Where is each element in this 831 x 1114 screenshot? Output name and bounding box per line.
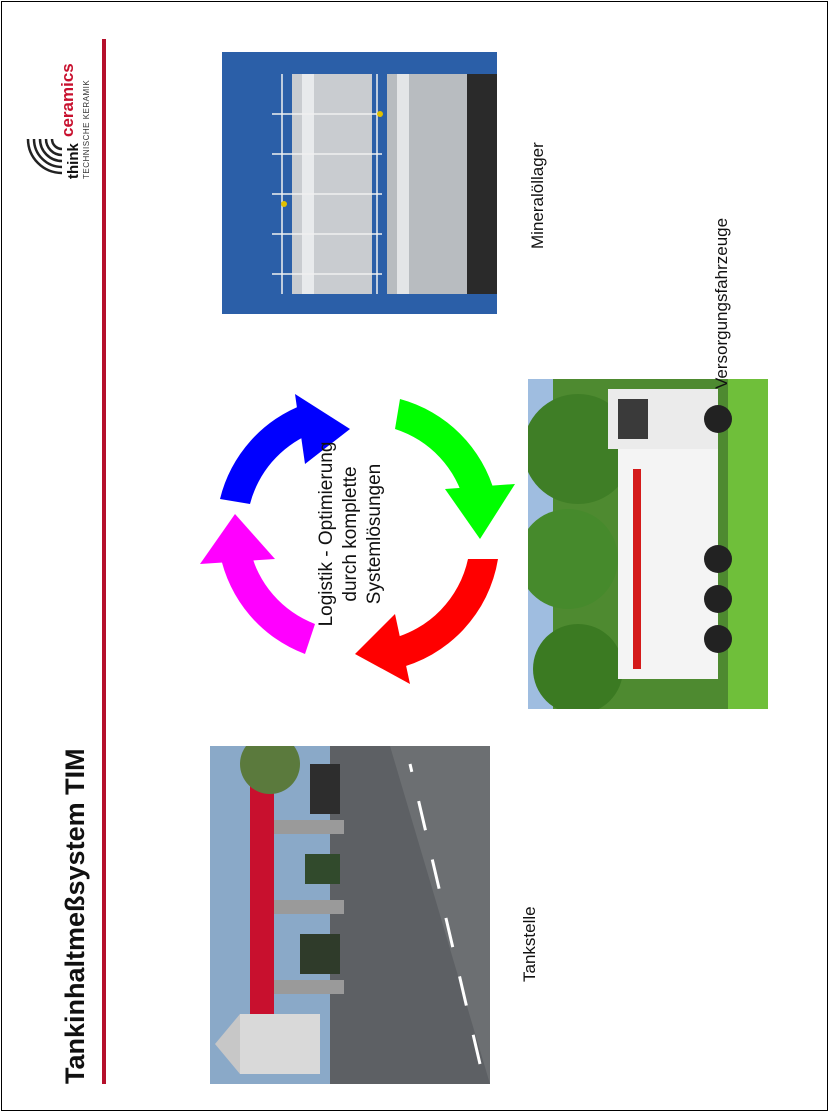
green-cycle-arrow bbox=[395, 399, 515, 539]
think-ceramics-logo: think ceramics TECHNISCHE KERAMIK bbox=[20, 49, 110, 179]
logo-tagline: TECHNISCHE KERAMIK bbox=[82, 79, 91, 179]
red-cycle-arrow bbox=[355, 559, 498, 684]
title-divider bbox=[102, 39, 106, 1084]
logistics-cycle-diagram: Logistik - Optimierung durch komplette S… bbox=[180, 354, 540, 714]
cycle-caption: Logistik - Optimierung durch komplette S… bbox=[315, 354, 387, 714]
versorgungsfahrzeuge-label: Versorgungsfahrzeuge bbox=[712, 217, 731, 389]
mineraloellager-label: Mineralöllager bbox=[528, 142, 547, 249]
mineraloellager-photo bbox=[222, 52, 497, 314]
tankstelle-label: Tankstelle bbox=[520, 906, 539, 982]
versorgungsfahrzeuge-photo bbox=[528, 379, 768, 709]
blue-cycle-arrow bbox=[220, 394, 350, 504]
slide-title: Tankinhaltmeßsystem TIM bbox=[60, 748, 90, 1084]
magenta-cycle-arrow bbox=[200, 514, 315, 654]
cycle-caption-line1: Logistik - Optimierung bbox=[316, 441, 337, 627]
wave-logo-icon bbox=[26, 138, 63, 175]
cycle-caption-line2: durch komplette bbox=[340, 466, 361, 602]
tankstelle-photo bbox=[210, 746, 490, 1084]
cycle-caption-line3: Systemlösungen bbox=[364, 463, 385, 605]
logo-ceramics-text: ceramics bbox=[58, 63, 77, 137]
logo-think-text: think bbox=[65, 143, 82, 179]
